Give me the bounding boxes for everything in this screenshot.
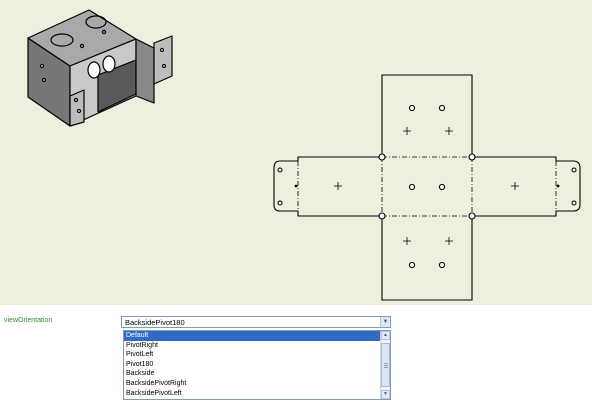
chevron-down-icon[interactable]: ▼	[381, 390, 390, 399]
part-end-face	[135, 38, 155, 104]
dropdown-option[interactable]: Pivot180	[126, 360, 154, 368]
isometric-part-view	[27, 9, 173, 127]
center-marks	[334, 127, 519, 245]
chevron-up-icon[interactable]: ▲	[381, 331, 390, 340]
drawing-viewport[interactable]	[0, 0, 592, 305]
combobox-value: BacksidePivot180	[125, 318, 185, 327]
flat-pattern-outline	[273, 74, 581, 301]
cad-drawing	[27, 9, 581, 301]
flat-holes	[277, 104, 577, 269]
dropdown-scrollbar[interactable]: ▲ ▼	[380, 331, 390, 399]
property-row-view-orientation: viewOrientation BacksidePivot180 ▼	[0, 316, 592, 330]
dropdown-option[interactable]: PivotLeft	[126, 351, 154, 359]
part-top-hole	[85, 15, 107, 29]
dropdown-option[interactable]: Default	[124, 331, 390, 341]
dropdown-option[interactable]: BacksidePivotLeft	[126, 389, 182, 397]
part-top-hole	[50, 33, 74, 47]
dropdown-option[interactable]: BacksidePivotRight	[126, 379, 187, 387]
view-orientation-combobox[interactable]: BacksidePivot180 ▼	[121, 316, 391, 328]
dropdown-option[interactable]: Backside	[126, 370, 155, 378]
part-front-hole	[102, 55, 116, 73]
bend-lines	[297, 156, 557, 217]
view-orientation-dropdown-list[interactable]: Default PivotRight PivotLeft Pivot180 Ba…	[123, 330, 391, 400]
dropdown-option[interactable]: PivotRight	[126, 341, 158, 349]
part-right-flange	[153, 35, 173, 85]
chevron-down-icon[interactable]: ▼	[380, 317, 390, 327]
flat-pattern-view	[273, 74, 581, 301]
part-front-hole	[87, 61, 101, 79]
property-label: viewOrientation	[4, 317, 53, 324]
part-front-tab	[69, 89, 85, 127]
scrollbar-thumb[interactable]	[381, 343, 390, 387]
